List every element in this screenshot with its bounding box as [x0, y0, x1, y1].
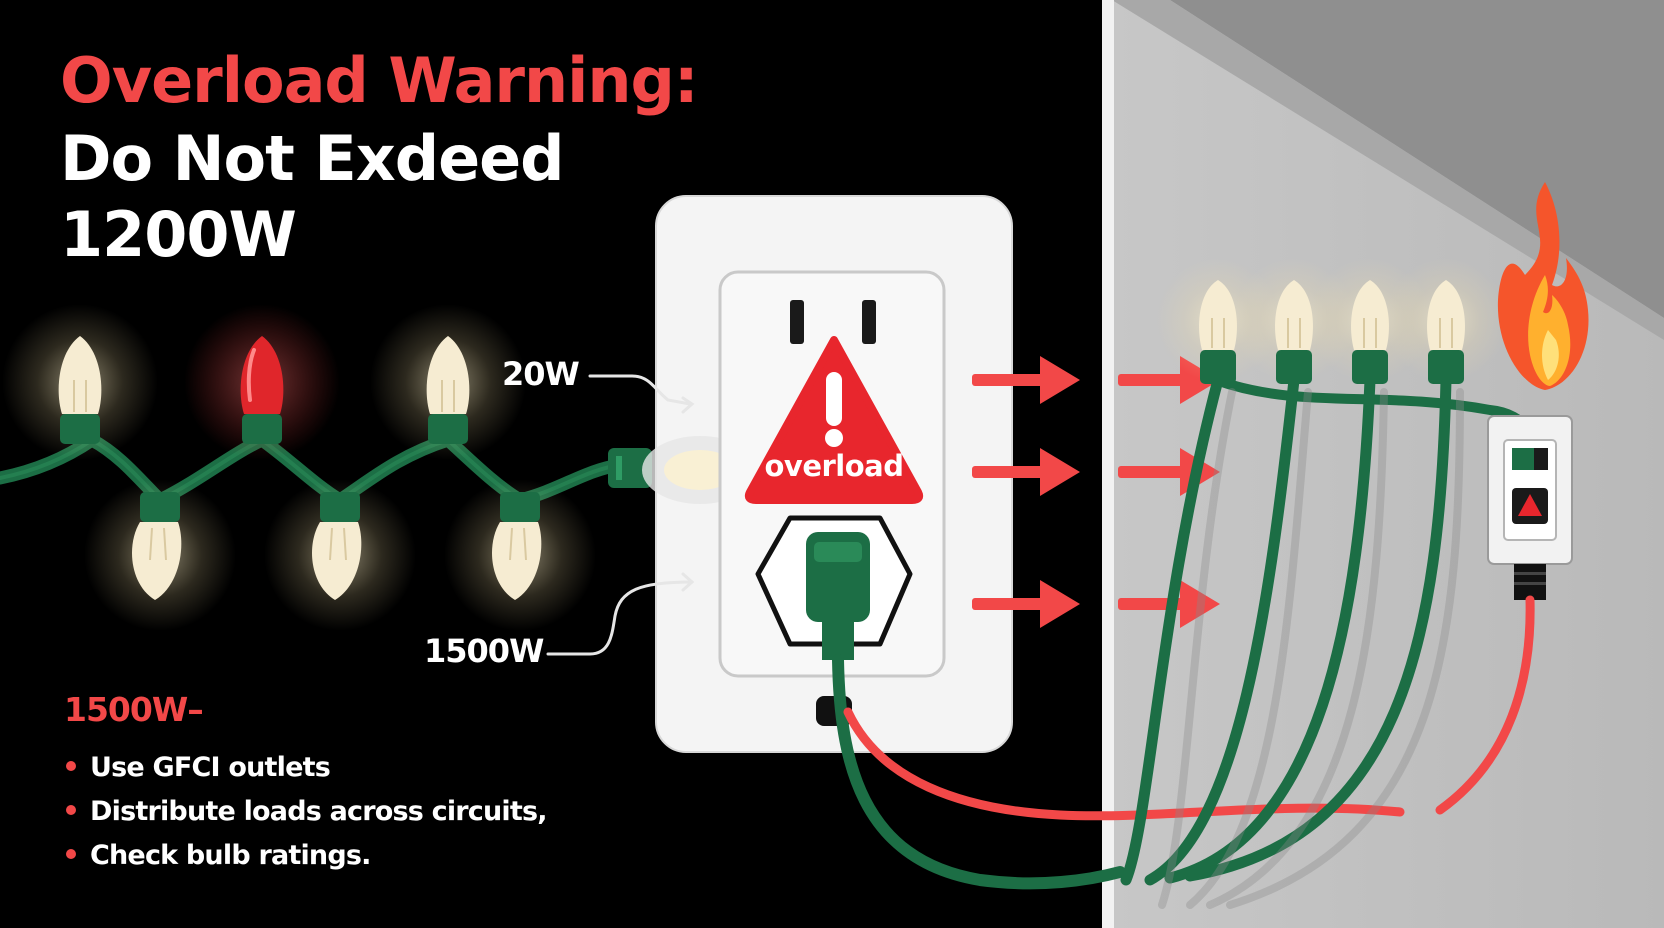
headline-line-3: 1200W	[60, 198, 297, 271]
tip-item: Check bulb ratings.	[66, 834, 547, 878]
plug-icon	[608, 448, 652, 488]
warning-triangle-icon	[744, 336, 924, 504]
bulb-icon	[84, 479, 236, 631]
arrow-group	[972, 356, 1220, 628]
bulb-icon	[370, 304, 526, 460]
tip-item: Distribute loads across circuits,	[66, 790, 548, 834]
tips-list: Use GFCI outlets Distribute loads across…	[66, 746, 548, 878]
bulb-icon	[1384, 258, 1508, 384]
bullet-dot	[66, 804, 76, 815]
bulb-icon	[2, 304, 158, 460]
bullet-dot	[66, 848, 76, 859]
wall-outlet	[642, 195, 1013, 753]
arrow-right-icon	[972, 580, 1080, 628]
callout-upper-label: 20W	[502, 355, 580, 393]
flame-icon	[1497, 182, 1589, 390]
arrow-right-icon	[972, 356, 1080, 404]
headline-line-2: Do Not Exdeed	[60, 122, 565, 195]
arrow-right-icon	[972, 448, 1080, 496]
bulb-icon	[184, 304, 340, 460]
headline-line-1: Overload Warning:	[60, 44, 699, 117]
callout-lines	[546, 374, 695, 656]
cords	[832, 654, 1405, 890]
bulb-icon	[444, 479, 596, 631]
gfci-box	[1435, 415, 1573, 815]
light-string-left	[0, 304, 652, 631]
callout-lower-label: 1500W	[424, 632, 544, 670]
bulb-icon	[264, 479, 416, 631]
tip-item: Use GFCI outlets	[66, 746, 547, 790]
bullet-dot	[66, 760, 76, 771]
tips-heading: 1500W–	[64, 690, 204, 729]
light-string-right	[1120, 258, 1533, 909]
